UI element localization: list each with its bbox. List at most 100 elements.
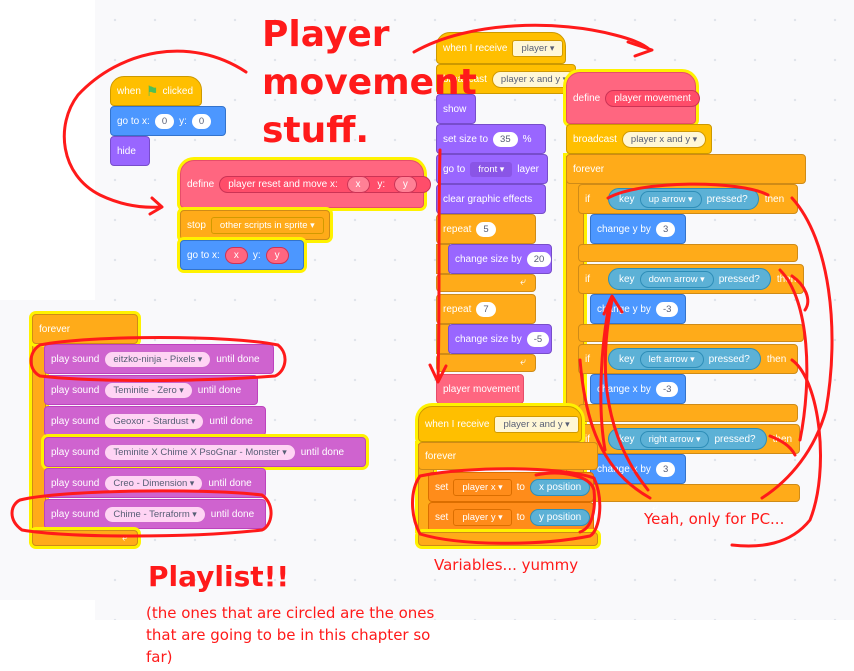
broadcast-block[interactable]: broadcast player x and y	[566, 124, 712, 154]
pressed-label: pressed?	[714, 433, 756, 445]
if-key-up-block[interactable]: if key up arrow pressed? then	[578, 184, 798, 214]
y-position-reporter[interactable]: y position	[529, 508, 591, 526]
go-to-layer-block[interactable]: go to front layer	[436, 154, 548, 184]
key-pressed-sensor[interactable]: key left arrow pressed?	[608, 348, 761, 370]
sound-dropdown[interactable]: Teminite - Zero	[104, 381, 193, 399]
sound-dropdown[interactable]: Teminite X Chime X PsoGnar - Monster	[104, 443, 296, 461]
play-sound-block-6[interactable]: play sound Chime - Terraform until done	[44, 499, 266, 529]
change-x-block-right[interactable]: change x by 3	[590, 454, 686, 484]
set-player-y-block[interactable]: set player y to y position	[428, 502, 594, 532]
y-input[interactable]: 0	[191, 113, 212, 129]
clear-graphic-effects-block[interactable]: clear graphic effects	[436, 184, 546, 214]
change-y-block-up[interactable]: change y by 3	[590, 214, 686, 244]
variable-dropdown[interactable]: player x	[453, 478, 512, 496]
define-player-movement-block[interactable]: define player movement	[566, 72, 700, 124]
change-value-input[interactable]: -3	[655, 381, 679, 397]
hide-block[interactable]: hide	[110, 136, 150, 166]
playlist-forever-block[interactable]: forever	[32, 314, 138, 344]
when-i-receive-xy-block[interactable]: when I receive player x and y	[418, 406, 582, 442]
message-dropdown[interactable]: player	[512, 39, 564, 57]
change-value-input[interactable]: 3	[655, 461, 676, 477]
forever-block[interactable]: forever	[566, 154, 806, 184]
param-x[interactable]: x	[346, 175, 370, 193]
then-label: then	[772, 433, 793, 445]
play-sound-block-3[interactable]: play sound Geoxor - Stardust until done	[44, 406, 266, 436]
go-to-xy-block[interactable]: go to x: 0 y: 0	[110, 106, 226, 136]
when-receive-label: when I receive	[425, 418, 490, 430]
change-label: change y by	[597, 303, 651, 315]
repeat-label: repeat	[443, 303, 472, 315]
change-size-block-2[interactable]: change size by -5	[448, 324, 552, 354]
if-key-left-block[interactable]: if key left arrow pressed? then	[578, 344, 798, 374]
hide-label: hide	[117, 145, 136, 157]
define-player-reset-block[interactable]: define player reset and move x: x y: y	[180, 160, 431, 208]
sound-dropdown[interactable]: Chime - Terraform	[104, 505, 206, 523]
play-sound-label: play sound	[51, 353, 100, 365]
change-size-input[interactable]: -5	[526, 331, 550, 347]
x-position-reporter[interactable]: x position	[529, 478, 591, 496]
layer-dropdown[interactable]: front	[470, 161, 513, 177]
if-label: if	[585, 273, 590, 285]
repeat-count-input[interactable]: 5	[476, 221, 496, 237]
message-dropdown[interactable]: player x and y	[494, 415, 579, 433]
x-input[interactable]: 0	[154, 113, 175, 129]
if-key-down-block[interactable]: if key down arrow pressed? then	[578, 264, 804, 294]
play-sound-block-1[interactable]: play sound eitzko-ninja - Pixels until d…	[44, 344, 274, 374]
broadcast-message-dropdown[interactable]: player x and y	[491, 70, 577, 88]
if-left-footer	[578, 404, 798, 422]
param-y[interactable]: y	[393, 175, 417, 193]
change-size-block-1[interactable]: change size by 20	[448, 244, 552, 274]
custom-block-prototype[interactable]: player movement	[605, 89, 700, 107]
stop-block[interactable]: stop other scripts in sprite	[180, 210, 330, 240]
stop-option-dropdown[interactable]: other scripts in sprite	[210, 216, 324, 234]
repeat-block-1[interactable]: repeat 5	[436, 214, 536, 244]
change-value-input[interactable]: -3	[655, 301, 679, 317]
title-stuff: stuff.	[262, 110, 370, 151]
go-to-xy-block-params[interactable]: go to x: x y: y	[180, 240, 304, 270]
y-label: y:	[252, 249, 261, 261]
vars-forever-footer	[418, 532, 598, 546]
key-dropdown[interactable]: down arrow	[639, 270, 714, 288]
player-movement-call-block[interactable]: player movement	[436, 374, 524, 404]
key-pressed-sensor[interactable]: key right arrow pressed?	[608, 428, 767, 450]
forever-label: forever	[573, 163, 605, 175]
change-y-block-down[interactable]: change y by -3	[590, 294, 686, 324]
change-x-block-left[interactable]: change x by -3	[590, 374, 686, 404]
play-sound-block-5[interactable]: play sound Creo - Dimension until done	[44, 468, 266, 498]
key-dropdown[interactable]: right arrow	[639, 430, 710, 448]
repeat-block-2[interactable]: repeat 7	[436, 294, 536, 324]
change-value-input[interactable]: 3	[655, 221, 676, 237]
show-block[interactable]: show	[436, 94, 476, 124]
if-label: if	[585, 353, 590, 365]
sound-dropdown[interactable]: Creo - Dimension	[104, 474, 204, 492]
sound-dropdown[interactable]: Geoxor - Stardust	[104, 412, 205, 430]
change-size-label: change size by	[455, 333, 522, 345]
when-flag-clicked-block[interactable]: when ⚑ clicked	[110, 76, 202, 106]
broadcast-message-dropdown[interactable]: player x and y	[621, 130, 707, 148]
repeat-count-input[interactable]: 7	[476, 301, 496, 317]
set-player-x-block[interactable]: set player x to x position	[428, 472, 594, 502]
y-param-reporter[interactable]: y	[265, 246, 289, 264]
sound-dropdown[interactable]: eitzko-ninja - Pixels	[104, 350, 212, 368]
when-i-receive-player-block[interactable]: when I receive player	[436, 32, 566, 64]
forever-block[interactable]: forever	[418, 442, 598, 470]
show-label: show	[443, 103, 467, 115]
key-dropdown[interactable]: up arrow	[639, 190, 702, 208]
key-pressed-sensor[interactable]: key down arrow pressed?	[608, 268, 771, 290]
size-input[interactable]: 35	[493, 131, 518, 147]
change-size-input[interactable]: 20	[526, 251, 552, 267]
param-y-label: y:	[377, 178, 386, 190]
variable-dropdown[interactable]: player y	[453, 508, 512, 526]
set-size-label: set size to	[443, 133, 489, 145]
pressed-label: pressed?	[708, 353, 750, 365]
key-pressed-sensor[interactable]: key up arrow pressed?	[608, 188, 759, 210]
play-sound-block-2[interactable]: play sound Teminite - Zero until done	[44, 375, 258, 405]
x-param-reporter[interactable]: x	[224, 246, 248, 264]
until-done-label: until done	[216, 353, 260, 365]
if-key-right-block[interactable]: if key right arrow pressed? then	[578, 424, 800, 454]
set-size-block[interactable]: set size to 35 %	[436, 124, 546, 154]
change-label: change x by	[597, 383, 651, 395]
custom-block-prototype[interactable]: player reset and move x: x y: y	[219, 175, 431, 193]
key-dropdown[interactable]: left arrow	[639, 350, 704, 368]
play-sound-block-4[interactable]: play sound Teminite X Chime X PsoGnar - …	[44, 437, 366, 467]
